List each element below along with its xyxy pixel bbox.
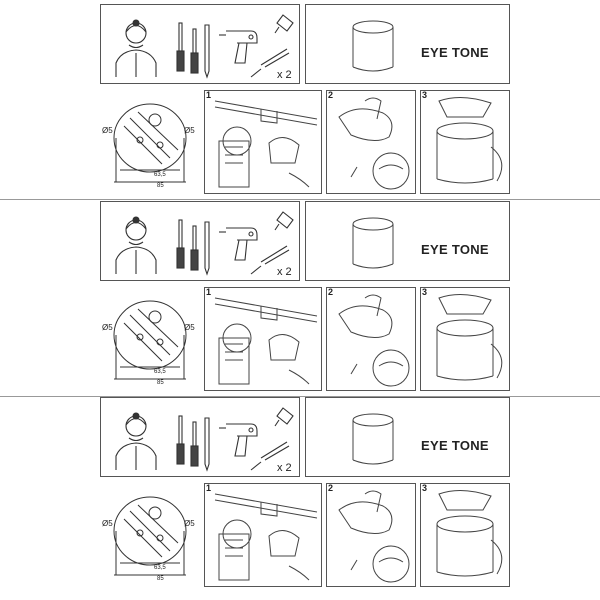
step-1-illustration [214,297,318,385]
product-title-panel: EYE TONE [305,201,510,281]
technician-icon [115,216,157,274]
tools-illustration [115,407,294,472]
inner-spacing-label: 63,5 [154,369,166,375]
hole-diameter-left: Ø5 [102,519,113,528]
pencil-icon [204,24,210,79]
tools-panel: x 2 [100,4,300,84]
tools-illustration [115,14,294,79]
product-name: EYE TONE [421,438,489,453]
step-2-panel: 2 [326,287,416,391]
step-1-panel: 1 [204,287,322,391]
bulb-icon [274,14,294,34]
step-number: 2 [328,90,334,100]
instruction-sheet: x 2 EYE TONE Ø5 Ø5 [100,4,510,194]
instruction-sheet: x 2 EYE TONE Ø5 Ø5 [100,201,510,391]
hole-diameter-left: Ø5 [102,126,113,135]
inner-spacing-label: 63,5 [154,565,166,571]
outer-diameter-label: 85 [157,183,164,189]
lamp-housing-icon [352,20,394,72]
step-2-illustration [338,490,410,583]
dowel-screw-icon [250,441,290,471]
step-number: 1 [206,483,212,493]
step-3-illustration [436,97,503,184]
step-number: 1 [206,287,212,297]
step-2-illustration [338,294,410,387]
step-2-panel: 2 [326,483,416,587]
step-2-panel: 2 [326,90,416,194]
step-3-illustration [436,294,503,381]
bulb-icon [274,407,294,427]
lamp-housing-icon [352,413,394,465]
tools-panel: x 2 [100,201,300,281]
drill-icon [219,423,258,457]
hole-diameter-right: Ø5 [184,126,195,135]
instruction-sheet: x 2 EYE TONE Ø5 Ø5 [100,397,510,587]
pencil-icon [204,221,210,276]
screw-count-label: x 2 [277,266,292,278]
step-number: 1 [206,90,212,100]
product-name: EYE TONE [421,242,489,257]
page-separator [0,199,600,200]
step-1-panel: 1 [204,90,322,194]
step-number: 3 [422,483,428,493]
bulb-icon [274,211,294,231]
step-1-illustration [214,493,318,581]
dimension-panel: Ø5 Ø5 63,5 85 [100,483,200,587]
drill-icon [219,227,258,261]
inner-spacing-label: 63,5 [154,172,166,178]
dowel-screw-icon [250,48,290,78]
mounting-plate-diagram [113,103,187,183]
step-number: 3 [422,90,428,100]
step-1-illustration [214,100,318,188]
dowel-screw-icon [250,245,290,275]
page-separator [0,396,600,397]
step-number: 2 [328,483,334,493]
tools-panel: x 2 [100,397,300,477]
mounting-plate-diagram [113,300,187,380]
hole-diameter-right: Ø5 [184,323,195,332]
screw-count-label: x 2 [277,462,292,474]
technician-icon [115,412,157,470]
hole-diameter-right: Ø5 [184,519,195,528]
pencil-icon [204,417,210,472]
step-2-illustration [338,97,410,190]
outer-diameter-label: 85 [157,380,164,386]
step-3-panel: 3 [420,90,510,194]
screwdriver-icon [176,22,199,74]
step-3-panel: 3 [420,483,510,587]
screwdriver-icon [176,415,199,467]
screw-count-label: x 2 [277,69,292,81]
dimension-panel: Ø5 Ø5 63,5 85 [100,287,200,391]
step-3-panel: 3 [420,287,510,391]
step-1-panel: 1 [204,483,322,587]
lamp-housing-icon [352,217,394,269]
outer-diameter-label: 85 [157,576,164,582]
dimension-panel: Ø5 Ø5 63,5 85 [100,90,200,194]
technician-icon [115,19,157,77]
product-name: EYE TONE [421,45,489,60]
tools-illustration [115,211,294,276]
step-number: 2 [328,287,334,297]
product-title-panel: EYE TONE [305,4,510,84]
product-title-panel: EYE TONE [305,397,510,477]
step-number: 3 [422,287,428,297]
mounting-plate-diagram [113,496,187,576]
drill-icon [219,30,258,64]
step-3-illustration [436,490,503,577]
hole-diameter-left: Ø5 [102,323,113,332]
screwdriver-icon [176,219,199,271]
